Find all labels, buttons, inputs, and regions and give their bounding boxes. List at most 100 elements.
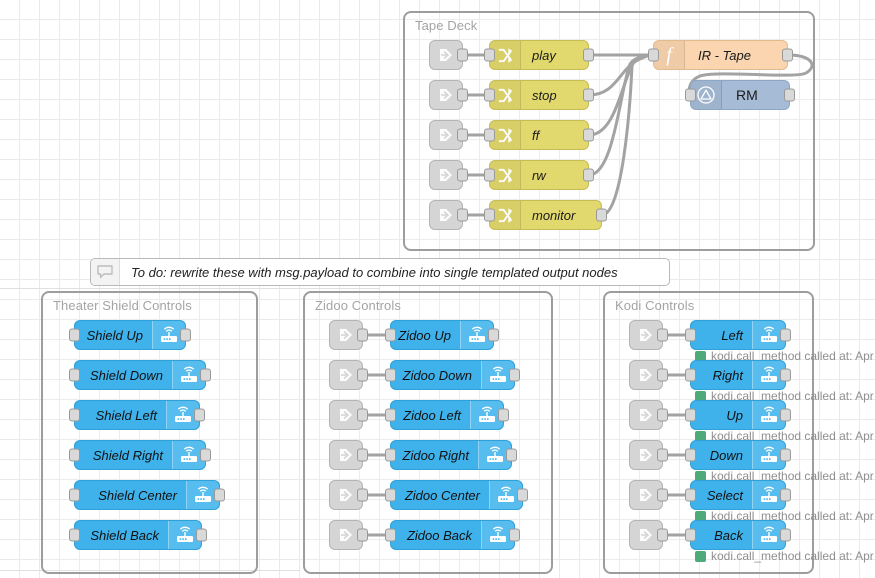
output-port[interactable] <box>583 168 594 182</box>
inject-node[interactable] <box>629 320 668 350</box>
output-port[interactable] <box>457 48 468 62</box>
output-port[interactable] <box>780 488 791 502</box>
kodi-node-down[interactable]: Down <box>685 440 791 470</box>
function-node-ir-tape[interactable]: f IR - Tape <box>648 40 793 70</box>
input-port[interactable] <box>685 408 696 422</box>
output-port[interactable] <box>782 48 793 62</box>
shield-node-down[interactable]: Shield Down <box>69 360 211 390</box>
output-port[interactable] <box>457 208 468 222</box>
zidoo-node-right[interactable]: Zidoo Right <box>385 440 517 470</box>
input-port[interactable] <box>385 528 396 542</box>
inject-node[interactable] <box>329 400 368 430</box>
inject-node[interactable] <box>329 440 368 470</box>
output-port[interactable] <box>657 368 668 382</box>
inject-node[interactable] <box>629 520 668 550</box>
input-port[interactable] <box>69 448 80 462</box>
zidoo-node-back[interactable]: Zidoo Back <box>385 520 520 550</box>
input-port[interactable] <box>69 328 80 342</box>
output-port[interactable] <box>357 488 368 502</box>
output-port[interactable] <box>657 408 668 422</box>
output-port[interactable] <box>657 328 668 342</box>
output-port[interactable] <box>596 208 607 222</box>
shield-node-right[interactable]: Shield Right <box>69 440 211 470</box>
shield-node-center[interactable]: Shield Center <box>69 480 225 510</box>
input-port[interactable] <box>484 128 495 142</box>
kodi-node-right[interactable]: Right <box>685 360 791 390</box>
inject-node[interactable] <box>629 360 668 390</box>
input-port[interactable] <box>484 208 495 222</box>
output-port[interactable] <box>784 88 795 102</box>
output-port[interactable] <box>780 328 791 342</box>
output-port[interactable] <box>780 368 791 382</box>
kodi-node-select[interactable]: Select <box>685 480 791 510</box>
input-port[interactable] <box>484 48 495 62</box>
output-port[interactable] <box>457 168 468 182</box>
input-port[interactable] <box>484 88 495 102</box>
inject-node[interactable] <box>629 400 668 430</box>
input-port[interactable] <box>69 368 80 382</box>
output-port[interactable] <box>357 368 368 382</box>
output-port[interactable] <box>583 128 594 142</box>
shield-node-up[interactable]: Shield Up <box>69 320 191 350</box>
output-port[interactable] <box>583 88 594 102</box>
input-port[interactable] <box>685 368 696 382</box>
inject-node[interactable] <box>329 320 368 350</box>
input-port[interactable] <box>69 488 80 502</box>
rm-node[interactable]: RM <box>685 80 795 110</box>
input-port[interactable] <box>685 448 696 462</box>
output-port[interactable] <box>357 528 368 542</box>
output-port[interactable] <box>780 408 791 422</box>
shield-node-back[interactable]: Shield Back <box>69 520 207 550</box>
shield-node-left[interactable]: Shield Left <box>69 400 205 430</box>
input-port[interactable] <box>685 328 696 342</box>
output-port[interactable] <box>357 328 368 342</box>
output-port[interactable] <box>196 528 207 542</box>
inject-node[interactable] <box>429 40 468 70</box>
input-port[interactable] <box>385 328 396 342</box>
inject-node[interactable] <box>629 440 668 470</box>
output-port[interactable] <box>583 48 594 62</box>
switch-node-monitor[interactable]: monitor <box>484 200 607 230</box>
output-port[interactable] <box>498 408 509 422</box>
inject-node[interactable] <box>429 120 468 150</box>
inject-node[interactable] <box>429 160 468 190</box>
output-port[interactable] <box>509 528 520 542</box>
comment-node[interactable]: To do: rewrite these with msg.payload to… <box>90 258 670 286</box>
input-port[interactable] <box>385 488 396 502</box>
kodi-node-up[interactable]: Up <box>685 400 791 430</box>
output-port[interactable] <box>357 448 368 462</box>
inject-node[interactable] <box>429 80 468 110</box>
output-port[interactable] <box>509 368 520 382</box>
input-port[interactable] <box>648 48 659 62</box>
output-port[interactable] <box>780 528 791 542</box>
output-port[interactable] <box>506 448 517 462</box>
switch-node-stop[interactable]: stop <box>484 80 594 110</box>
kodi-node-left[interactable]: Left <box>685 320 791 350</box>
zidoo-node-left[interactable]: Zidoo Left <box>385 400 509 430</box>
output-port[interactable] <box>780 448 791 462</box>
output-port[interactable] <box>457 128 468 142</box>
switch-node-play[interactable]: play <box>484 40 594 70</box>
input-port[interactable] <box>385 368 396 382</box>
input-port[interactable] <box>484 168 495 182</box>
inject-node[interactable] <box>429 200 468 230</box>
output-port[interactable] <box>194 408 205 422</box>
input-port[interactable] <box>685 528 696 542</box>
output-port[interactable] <box>200 368 211 382</box>
input-port[interactable] <box>685 488 696 502</box>
output-port[interactable] <box>200 448 211 462</box>
output-port[interactable] <box>657 488 668 502</box>
output-port[interactable] <box>657 528 668 542</box>
output-port[interactable] <box>488 328 499 342</box>
output-port[interactable] <box>657 448 668 462</box>
zidoo-node-up[interactable]: Zidoo Up <box>385 320 499 350</box>
input-port[interactable] <box>69 528 80 542</box>
input-port[interactable] <box>685 88 696 102</box>
output-port[interactable] <box>357 408 368 422</box>
zidoo-node-down[interactable]: Zidoo Down <box>385 360 520 390</box>
inject-node[interactable] <box>329 360 368 390</box>
inject-node[interactable] <box>329 480 368 510</box>
input-port[interactable] <box>385 408 396 422</box>
inject-node[interactable] <box>329 520 368 550</box>
